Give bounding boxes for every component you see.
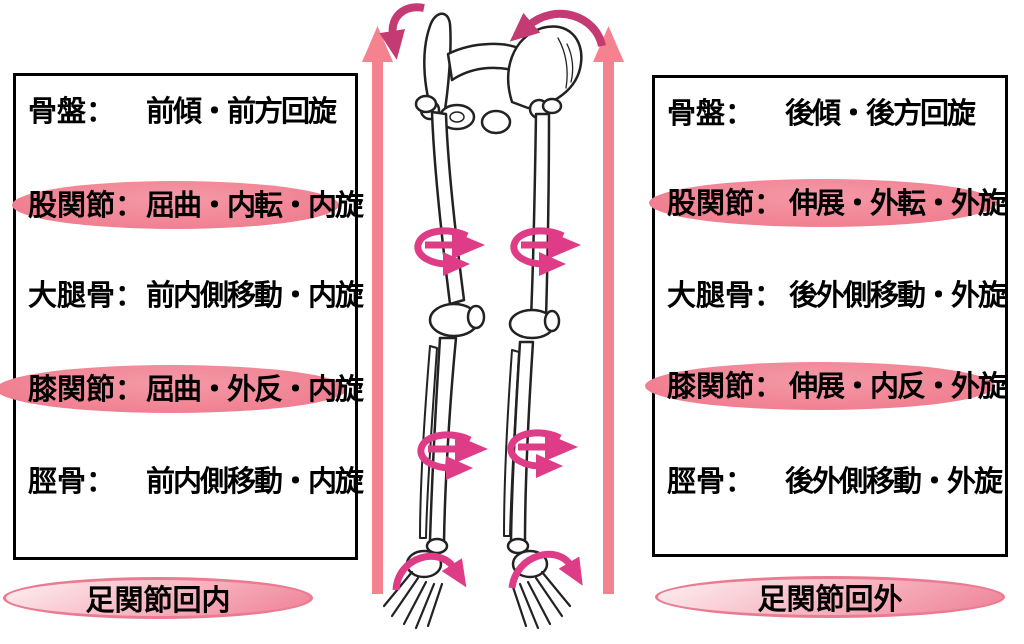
joint-value: 後外側移動・外旋: [788, 277, 1007, 312]
foot-supination-ellipse: 足関節回外: [655, 576, 1005, 618]
row-tibia-left: 脛骨： 前内側移動・内旋: [16, 458, 364, 504]
row-pelvis-left: 骨盤： 前傾・前方回旋: [16, 88, 355, 134]
foot-supination-label: 足関節回外: [757, 582, 903, 616]
joint-value: 前傾・前方回旋: [146, 93, 337, 128]
joint-label: 膝関節：: [28, 371, 145, 406]
left-panel: 骨盤： 前傾・前方回旋 股関節： 屈曲・内転・内旋 大腿骨： 前内側移動・内旋 …: [0, 73, 364, 560]
joint-label: 脛骨：: [28, 463, 116, 498]
joint-label: 骨盤：: [667, 95, 755, 130]
joint-value: 屈曲・内転・内旋: [146, 187, 364, 222]
femur-rotation-arrow-right: [510, 227, 581, 276]
joint-value: 前内側移動・内旋: [146, 277, 364, 312]
row-tibia-right: 脛骨： 後外側移動・外旋: [655, 458, 1005, 504]
femur-rotation-arrow-left: [414, 227, 485, 276]
lower-limb-bones: [382, 12, 583, 630]
highlight-ellipse: [645, 362, 995, 410]
row-pelvis-right: 骨盤： 後傾・後方回旋: [655, 90, 1005, 136]
foot-pronation-ellipse: 足関節回内: [3, 577, 313, 619]
joint-value: 前内側移動・内旋: [146, 463, 364, 498]
highlight-ellipse: [649, 179, 997, 227]
foot-arc-arrow-left: [392, 552, 467, 591]
foot-pronation-label: 足関節回内: [85, 583, 231, 617]
row-hip-right: 股関節： 伸展・外転・外旋: [649, 179, 1007, 227]
joint-value: 後傾・後方回旋: [785, 95, 976, 130]
joint-label: 大腿骨：: [667, 277, 784, 312]
joint-label: 脛骨：: [667, 463, 755, 498]
joint-label: 股関節：: [667, 185, 784, 220]
row-knee-left: 膝関節： 屈曲・外反・内旋: [0, 365, 364, 413]
row-femur-left: 大腿骨： 前内側移動・内旋: [16, 272, 364, 318]
row-femur-right: 大腿骨： 後外側移動・外旋: [655, 272, 1007, 318]
foot-arc-arrow-right: [508, 550, 583, 589]
row-knee-right: 膝関節： 伸展・内反・外旋: [645, 362, 1007, 410]
upward-arrow-right: [593, 26, 624, 594]
row-hip-left: 股関節： 屈曲・内転・内旋: [12, 181, 364, 229]
tibia-rotation-arrow-right: [507, 429, 578, 478]
tibia-rotation-arrow-left: [417, 431, 488, 480]
upward-arrow-left: [362, 26, 393, 594]
right-panel: 骨盤： 後傾・後方回旋 股関節： 伸展・外転・外旋 大腿骨： 後外側移動・外旋 …: [645, 75, 1008, 557]
highlight-ellipse: [0, 365, 347, 413]
joint-label: 膝関節：: [667, 368, 784, 403]
highlight-ellipse: [12, 181, 339, 229]
pelvis-curl-arrow-right: [509, 9, 606, 48]
joint-label: 大腿骨：: [28, 277, 145, 312]
joint-value: 伸展・外転・外旋: [788, 185, 1007, 220]
joint-value: 後外側移動・外旋: [785, 463, 1003, 498]
joint-label: 骨盤：: [28, 93, 116, 128]
joint-label: 股関節：: [28, 187, 145, 222]
skeleton-illustration: [360, 0, 650, 640]
joint-value: 伸展・内反・外旋: [788, 368, 1007, 403]
joint-value: 屈曲・外反・内旋: [146, 371, 364, 406]
pelvis-curl-arrow-left: [379, 3, 425, 60]
